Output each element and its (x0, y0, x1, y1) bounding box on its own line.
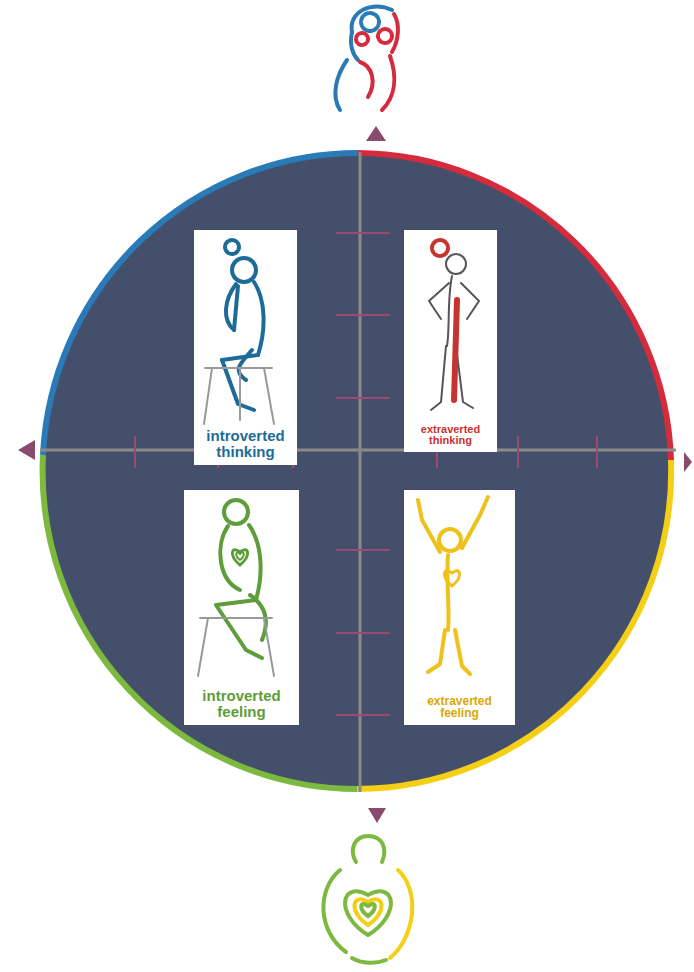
introverted-thinking-figure-part (239, 350, 252, 380)
feeling-icon (323, 836, 412, 963)
function-card: introverted thinking (194, 230, 297, 465)
extraverted-thinking-figure-part (432, 240, 448, 256)
introverted-thinking-figure-part-part (239, 368, 241, 420)
extraverted-thinking-figure-part (456, 346, 473, 408)
extraverted-feeling-figure-part (447, 555, 448, 630)
axis-ticks-part (336, 549, 390, 551)
extraverted-feeling-figure-part (428, 630, 445, 672)
function-label: extraverted thinking (408, 424, 493, 446)
introverted-feeling-figure (198, 500, 274, 676)
axis-ticks-part (336, 397, 390, 399)
axis-arrowheads-part (366, 126, 386, 141)
function-label: introverted feeling (188, 688, 295, 719)
function-card: introverted feeling (184, 490, 299, 725)
introverted-feeling-figure-part (249, 525, 261, 600)
extraverted-thinking-figure-part (431, 346, 446, 410)
thinking-icon-part (335, 60, 347, 110)
axes-part (359, 152, 362, 792)
feeling-icon-part (345, 891, 391, 935)
introverted-feeling-figure-part (232, 550, 247, 565)
axis-arrowheads (18, 126, 692, 823)
axis-arrowheads-part (18, 440, 35, 460)
introverted-feeling-figure-part (198, 618, 274, 676)
axis-ticks-part (336, 232, 390, 234)
function-label: introverted thinking (198, 428, 293, 459)
introverted-feeling-figure-part (224, 500, 248, 524)
introverted-thinking-figure-part (232, 258, 256, 282)
function-card: extraverted feeling (404, 490, 515, 725)
thinking-icon-part (382, 56, 394, 110)
rim-arcs-part (43, 455, 357, 789)
introverted-thinking-figure-part (234, 286, 238, 330)
feeling-icon-part (352, 958, 386, 963)
axes (40, 152, 676, 792)
introverted-thinking-figure-part-part (204, 368, 212, 424)
introverted-thinking-figure-part (204, 368, 274, 424)
extraverted-thinking-figure-part (429, 283, 449, 319)
circle-disc-part (42, 153, 672, 789)
extraverted-thinking-figure-part (461, 283, 479, 319)
thinking-icon-part (356, 33, 368, 45)
axis-ticks-part (336, 714, 390, 716)
extraverted-feeling-figure (418, 497, 488, 674)
feeling-icon-part (390, 870, 412, 958)
introverted-feeling-figure-part (236, 553, 244, 560)
introverted-feeling-figure-part-part (264, 618, 274, 676)
rim-arcs-part (357, 460, 671, 789)
axis-arrowheads-part (368, 808, 386, 823)
feeling-icon-part (353, 836, 385, 862)
axis-ticks-part (596, 436, 598, 468)
rim-arcs-part (357, 153, 671, 460)
introverted-thinking-figure-part-part (264, 368, 274, 424)
introverted-thinking-figure-part-part (205, 367, 272, 369)
extraverted-feeling-figure-part (439, 529, 461, 551)
axis-arrowheads-part (684, 452, 692, 472)
introverted-thinking-figure (204, 240, 274, 424)
introverted-thinking-figure-part (226, 284, 236, 330)
thinking-icon-part (392, 14, 398, 52)
extraverted-feeling-figure-part (462, 497, 488, 548)
axis-ticks-part (134, 436, 136, 468)
extraverted-feeling-figure-part (455, 630, 470, 674)
extraverted-thinking-figure-part (447, 276, 452, 346)
extraverted-thinking-figure (429, 240, 479, 410)
thinking-icon-part (360, 62, 373, 97)
introverted-feeling-figure-part (220, 526, 240, 590)
feeling-icon-part (354, 899, 381, 925)
thinking-icon-part (352, 6, 392, 32)
thinking-icon-part (361, 13, 379, 31)
axis-ticks-part (336, 632, 390, 634)
circle-disc (42, 153, 672, 789)
feeling-icon-part (361, 904, 375, 916)
thinking-icon (335, 6, 398, 110)
function-card: extraverted thinking (404, 230, 497, 452)
thinking-icon-part (351, 32, 358, 60)
extraverted-feeling-figure-part (418, 500, 440, 552)
introverted-feeling-figure-part (216, 600, 262, 658)
extraverted-feeling-figure-part (444, 571, 459, 586)
function-label: extraverted feeling (408, 695, 511, 719)
introverted-thinking-figure-part (225, 240, 239, 254)
introverted-feeling-figure-part-part (198, 618, 208, 676)
rim-arcs (43, 153, 672, 789)
introverted-feeling-figure-part (250, 595, 266, 640)
feeling-icon-part (323, 870, 346, 952)
introverted-thinking-figure-part (254, 282, 264, 355)
introverted-thinking-figure-part (222, 360, 254, 410)
extraverted-thinking-figure-part (446, 254, 466, 274)
extraverted-thinking-figure-part (454, 300, 457, 400)
axis-ticks-part (517, 436, 519, 468)
thinking-icon-part (378, 29, 392, 43)
introverted-thinking-figure-part (222, 355, 258, 360)
axis-ticks-part (336, 314, 390, 316)
introverted-feeling-figure-part-part (200, 617, 272, 619)
